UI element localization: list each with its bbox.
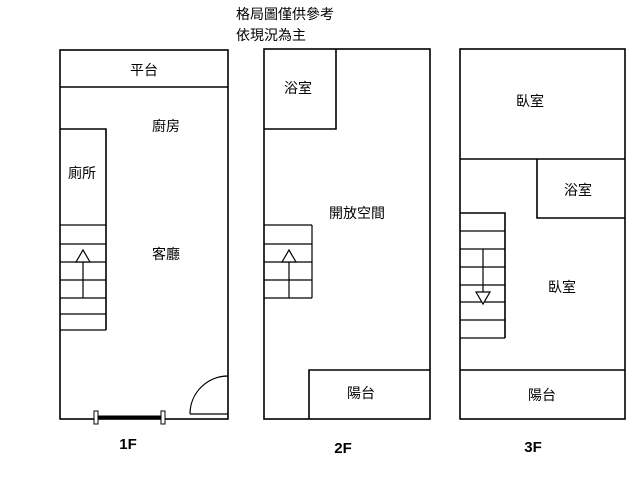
disclaimer-line-2: 依現況為主 xyxy=(236,28,306,44)
floor-3-caption: 3F xyxy=(524,439,542,456)
room-bedroom-top: 臥室 xyxy=(516,93,544,110)
room-balcony: 陽台 xyxy=(528,388,556,404)
balcony-wall xyxy=(308,369,430,419)
floor-2-plan: 浴室 開放空間 陽台 2F xyxy=(263,48,431,457)
floor-1-outline xyxy=(59,49,229,420)
room-balcony: 陽台 xyxy=(347,386,375,402)
stairwell-wall xyxy=(460,212,506,338)
disclaimer-line-1: 格局圖僅供參考 xyxy=(236,7,334,23)
down-arrow-icon xyxy=(474,291,492,306)
up-arrow-icon xyxy=(74,248,92,263)
room-terrace: 平台 xyxy=(130,63,158,79)
room-toilet: 廁所 xyxy=(68,165,96,182)
floor-1-stairs xyxy=(60,224,106,331)
room-kitchen: 廚房 xyxy=(152,118,180,135)
floor-1-plan: 平台 廚房 廁所 客廳 1F xyxy=(59,49,229,453)
bathroom-wall xyxy=(264,49,337,130)
floor-1-caption: 1F xyxy=(119,436,137,453)
room-bathroom: 浴室 xyxy=(284,80,312,97)
floor-3-outline xyxy=(459,48,626,420)
toilet-wall xyxy=(60,128,107,330)
room-bathroom: 浴室 xyxy=(564,182,592,199)
up-arrow-icon xyxy=(280,248,298,263)
bathroom-wall xyxy=(536,159,625,219)
front-door-icon xyxy=(93,410,166,425)
floor-3-stairs xyxy=(460,230,505,339)
room-open-space: 開放空間 xyxy=(329,206,385,222)
floor-3-plan: 臥室 浴室 臥室 陽台 3F xyxy=(459,48,626,456)
room-living: 客廳 xyxy=(152,246,180,263)
floor-2-caption: 2F xyxy=(334,440,352,457)
floor-2-stairs xyxy=(264,224,313,299)
room-bedroom-main: 臥室 xyxy=(548,279,576,296)
floor-2-outline xyxy=(263,48,431,420)
door-swing-icon xyxy=(189,375,229,415)
